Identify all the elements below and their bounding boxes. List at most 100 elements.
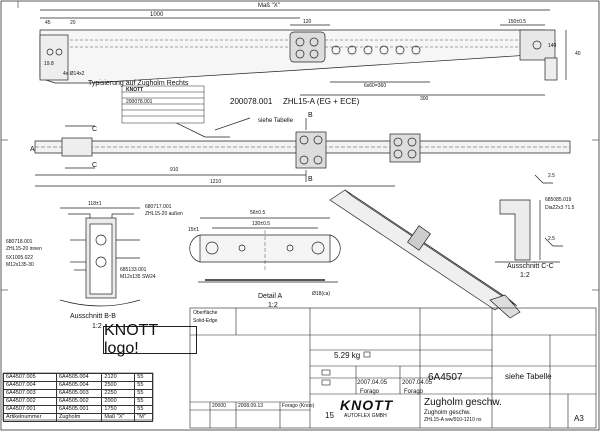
table-cell: 6A4507.004 — [3, 381, 57, 390]
detail-a — [189, 217, 341, 283]
typisierung-label: Typisierung auf Zugholm Rechts — [88, 80, 189, 87]
tb-solid-edge: Solid-Edge — [193, 318, 218, 324]
side-view — [34, 109, 571, 187]
table-cell: 2250 — [101, 389, 136, 398]
table-cell: 6A4505.002 — [55, 397, 103, 406]
detail-a-title: Detail A — [258, 293, 283, 300]
section-marker-a: A — [30, 146, 35, 153]
table-cell: 55 — [134, 389, 153, 398]
detail-dim-15: 15±1 — [188, 227, 200, 233]
isometric-view — [329, 189, 521, 319]
table-cell: 55 — [134, 381, 153, 390]
table-cell: 55 — [134, 397, 153, 406]
bb-zhl-aussen: ZHL15-20 außen — [145, 211, 183, 217]
tb-sub-2: ZHL15-A ww/910-1210 ns — [424, 417, 482, 423]
table-cell: 6A4505.001 — [55, 405, 103, 414]
knott-company-sub: AUTOFLEX GMBH — [344, 413, 387, 419]
table-header-cell: Maß "X" — [101, 413, 136, 422]
zhl-label: ZHL15-A (EG + ECE) — [283, 97, 360, 106]
knott-logo-placeholder: KNOTT logo! — [103, 322, 197, 357]
cc-title: Ausschnitt C-C — [507, 263, 554, 270]
bb-zhl-innen: ZHL15-20 innen — [6, 246, 42, 252]
cc-part-685085: 685085.019 — [545, 197, 572, 203]
table-cell: 55 — [134, 373, 153, 382]
table-cell: 2120 — [101, 373, 136, 382]
tb-date-1: 2007.04.05 — [357, 380, 388, 386]
bb-scale: 1:2 — [92, 323, 102, 330]
dim-120: 120 — [303, 19, 312, 25]
section-marker-c-bottom: C — [92, 162, 98, 169]
table-cell: 2000 — [101, 397, 136, 406]
detail-dim-56: 56±0.5 — [250, 210, 266, 216]
dim-19-8: 19.8 — [44, 61, 54, 67]
dim-4x14: 4x Ø14x2 — [63, 71, 85, 77]
cc-scale: 1:2 — [520, 272, 530, 279]
table-cell: 6A4507.001 — [3, 405, 57, 414]
type-plate — [121, 85, 205, 124]
tb-name-1: Forago — [360, 389, 380, 395]
plate-line-2: 200078.001 — [126, 99, 153, 105]
bb-part-6x1005: 6X1005.022 — [6, 255, 33, 261]
tb-oberflaeche: Oberfläche — [193, 310, 218, 316]
plate-line-1: KNOTT — [126, 87, 144, 93]
table-cell: 6A4507.005 — [3, 373, 57, 382]
dim-1000: 1000 — [150, 12, 164, 18]
table-header-cell: "M" — [134, 413, 153, 422]
siehe-tabelle-note: siehe Tabelle — [258, 118, 293, 124]
dim-40: 40 — [575, 51, 581, 57]
table-cell: 6A4507.003 — [3, 389, 57, 398]
dim-1210: 1210 — [210, 179, 222, 185]
bb-part-680718: 680718.001 — [6, 239, 33, 245]
bb-m12x135-sw24: M12x135 SW24 — [120, 274, 156, 280]
detail-a-scale: 1:2 — [268, 302, 278, 309]
dim-45: 45 — [45, 20, 51, 26]
tb-siehe-tabelle: siehe Tabelle — [505, 372, 552, 381]
tb-date-2: 2007.04.05 — [402, 380, 433, 386]
tb-sub-1: Zugholm geschw. — [424, 410, 471, 416]
detail-dim-18: Ø18(ca) — [312, 291, 331, 297]
tb-sheet-size: A3 — [574, 414, 584, 423]
dim-mass-x: Maß "X" — [258, 3, 280, 9]
bb-part-680717: 680717.001 — [145, 204, 172, 210]
cc-dim-2-5b: 2.5 — [548, 236, 555, 242]
bb-m12x135: M12x135-30 — [6, 262, 34, 268]
table-header-cell: Artikelnummer — [3, 413, 57, 422]
cc-dim-2-5: 2.5 — [548, 173, 555, 179]
tb-title: Zugholm geschw. — [424, 397, 502, 408]
dim-140: 140 — [548, 43, 557, 49]
tb-rev-date: 2008.09.13 — [238, 403, 264, 409]
dim-150: 150±0.5 — [508, 19, 527, 25]
table-cell: 6A4505.003 — [55, 389, 103, 398]
table-cell: 6A4505.004 — [55, 381, 103, 390]
dim-910: 910 — [170, 167, 179, 173]
dim-300: 300 — [420, 96, 429, 102]
bb-part-685133: 685133.001 — [120, 267, 147, 273]
tb-weight: 5.29 kg — [334, 351, 361, 360]
bb-title: Ausschnitt B-B — [70, 313, 116, 320]
tb-rev: 15 — [325, 411, 334, 420]
tb-rev-name: Forago (Knoo) — [282, 403, 315, 409]
dim-20: 20 — [70, 20, 76, 26]
detail-dim-130: 130±0.5 — [252, 221, 271, 227]
section-marker-b-top: B — [308, 112, 313, 119]
table-cell: 6A4505.004 — [55, 373, 103, 382]
bb-dim-118: 118±1 — [88, 201, 102, 207]
top-view — [39, 9, 567, 96]
section-cc — [495, 174, 563, 263]
dim-6x60: 6x60=360 — [364, 83, 387, 89]
section-bb — [59, 207, 141, 307]
table-cell: 2500 — [101, 381, 136, 390]
tb-drawing-number: 6A4507 — [428, 372, 463, 383]
part-number-label: 200078.001 — [230, 97, 273, 106]
knott-company-mark: KNOTT — [340, 397, 394, 413]
cc-dia: Dia22x3 71.5 — [545, 205, 575, 211]
section-marker-c-top: C — [92, 126, 98, 133]
